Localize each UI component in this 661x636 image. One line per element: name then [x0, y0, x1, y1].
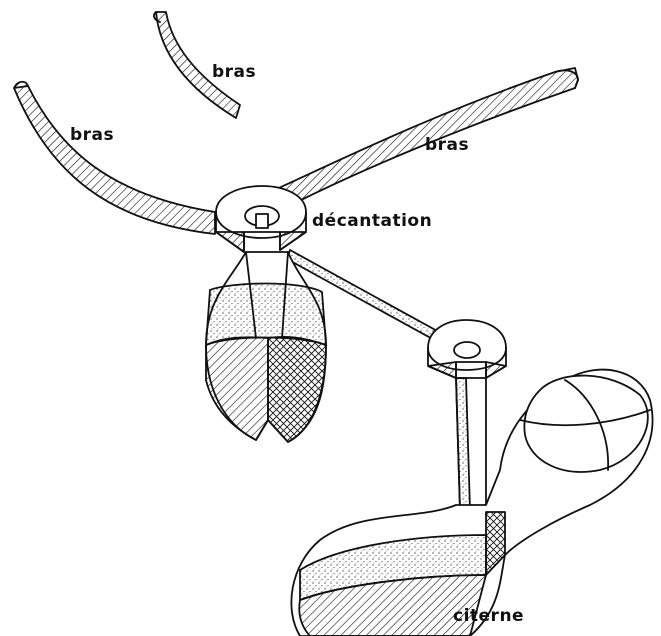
arm-left — [14, 82, 215, 234]
label-decantation: décantation — [312, 211, 432, 231]
label-citerne: citerne — [453, 606, 524, 626]
decantation-basin — [206, 252, 326, 442]
citerne-shaft — [456, 378, 486, 510]
citerne-cap — [428, 320, 506, 378]
label-bras-left: bras — [70, 125, 114, 145]
decantation-cap — [216, 186, 306, 252]
label-bras-right: bras — [425, 135, 469, 155]
arm-right — [270, 68, 578, 208]
label-bras-top: bras — [212, 62, 256, 82]
